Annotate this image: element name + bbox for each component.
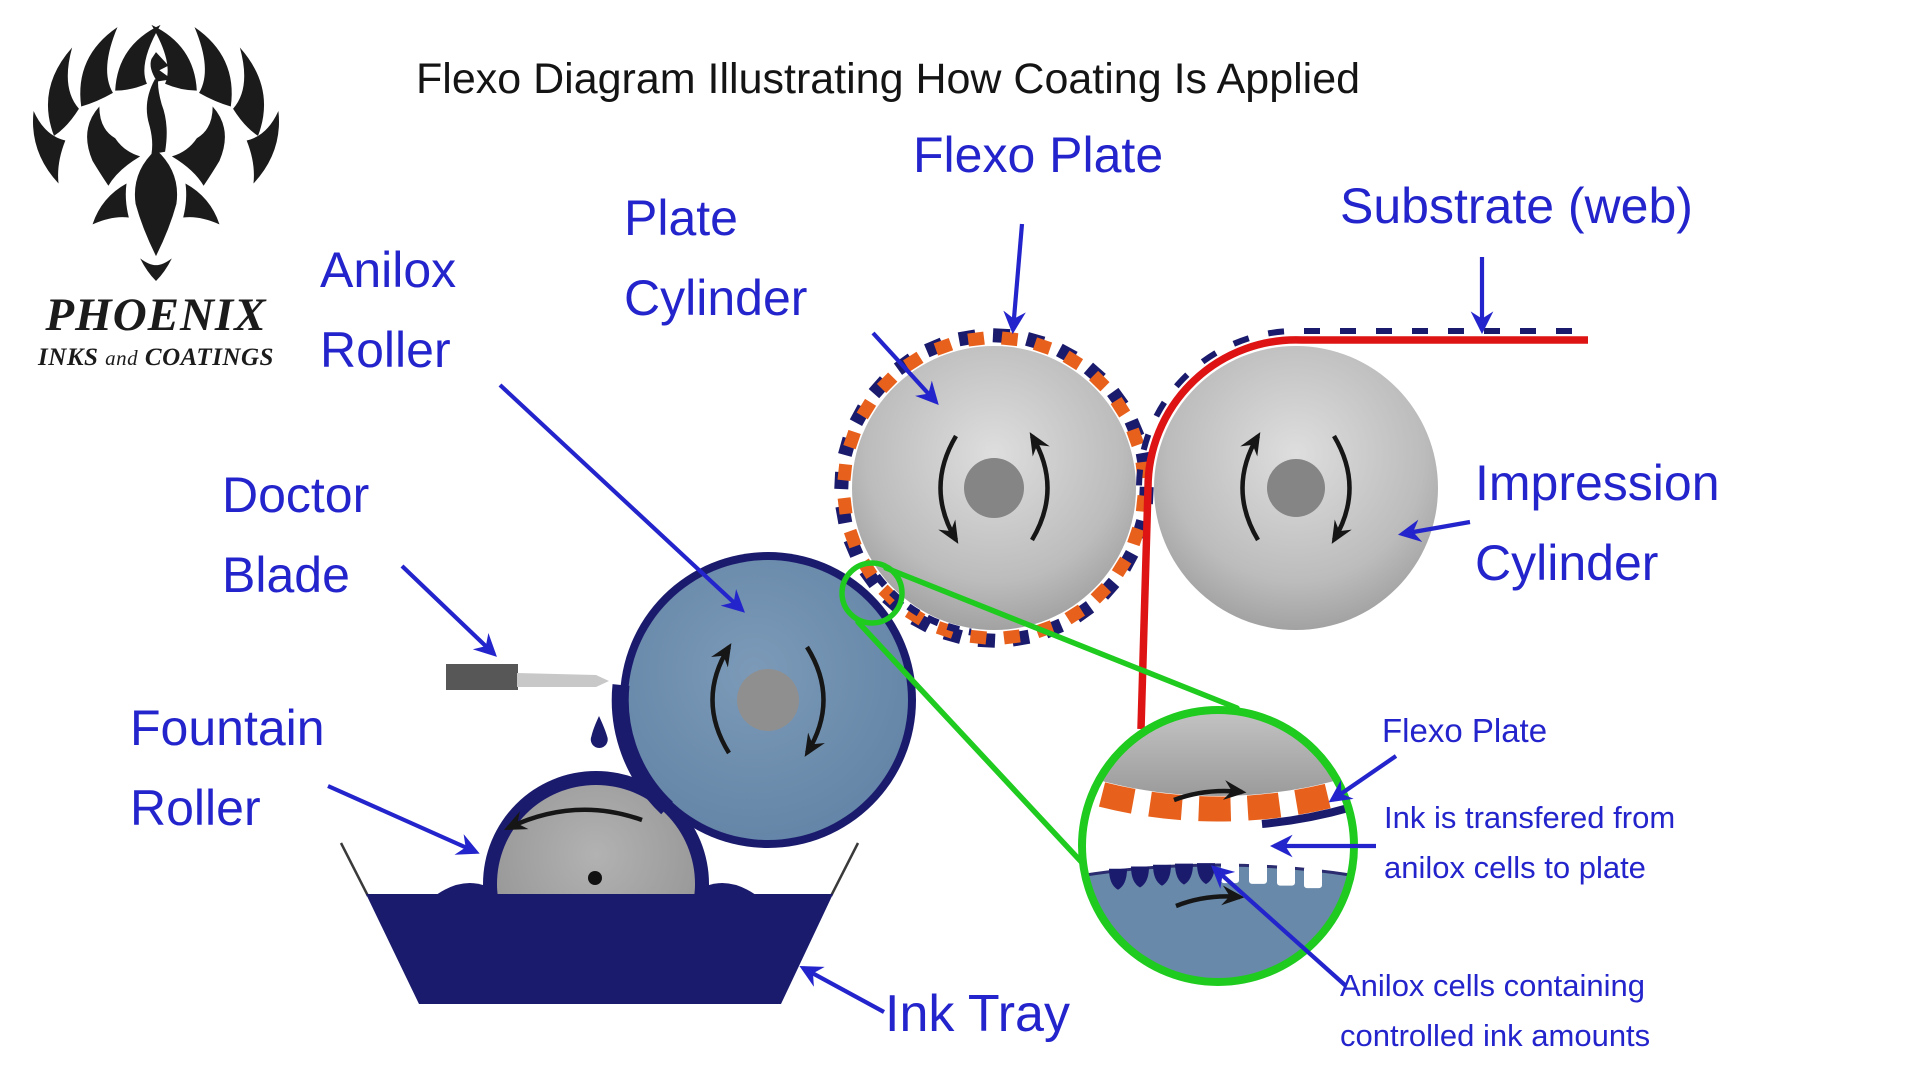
anilox-roller-arrow (498, 383, 745, 613)
substrate-line (1137, 336, 1588, 730)
magnifier-detail (1078, 706, 1358, 986)
impression-cylinder (1154, 346, 1438, 630)
label-fountain-roller-line2: Roller (130, 780, 261, 836)
doctor-blade (446, 664, 609, 748)
ink-drop (590, 716, 608, 748)
doctor-blade-holder (446, 664, 518, 690)
anilox-hub (737, 669, 799, 731)
label-detail-flexo-plate: Flexo Plate (1382, 712, 1548, 749)
phoenix-bird-icon (32, 24, 280, 281)
plate-cylinder (834, 328, 1154, 648)
impression-rotation-arrow-right (1331, 434, 1352, 544)
label-detail-anilox-cells-line2: controlled ink amounts (1340, 1018, 1651, 1053)
label-impression-cylinder: Impression Cylinder (1475, 443, 1720, 603)
ink-tray (339, 842, 860, 1004)
plate-ink-dashes (874, 573, 972, 636)
plate-cylinder-arrow (871, 331, 939, 406)
page-title: Flexo Diagram Illustrating How Coating I… (416, 55, 1361, 103)
detail-plate-direction-arrow (1173, 780, 1247, 803)
doctor-blade-edge (517, 673, 609, 687)
logo-brand-text: PHOENIX (45, 289, 267, 341)
fountain-rotation-arrow (503, 807, 643, 831)
phoenix-logo: PHOENIX INKS and COATINGS (10, 0, 302, 380)
label-plate-cylinder: Plate Cylinder (624, 178, 807, 338)
label-flexo-plate: Flexo Plate (913, 127, 1164, 183)
label-fountain-roller-line1: Fountain (130, 700, 325, 756)
logo-tagline-inks: INKS (38, 344, 99, 371)
doctor-blade-arrow (400, 564, 497, 657)
flexo-plate-arrow (1003, 223, 1026, 335)
logo-tagline-and: and (105, 346, 139, 370)
label-doctor-blade-line1: Doctor (222, 467, 370, 523)
detail-anilox-direction-arrow (1175, 885, 1245, 909)
impression-cylinder-arrow (1397, 519, 1471, 542)
label-impression-cylinder-line2: Cylinder (1475, 535, 1659, 591)
label-anilox-roller-line1: Anilox (320, 242, 457, 298)
detail-anilox-cells-arrow (1210, 865, 1348, 988)
detail-anilox-surface (1082, 863, 1354, 982)
label-substrate: Substrate (web) (1340, 178, 1693, 234)
anilox-ink-film (611, 684, 673, 815)
label-fountain-roller: Fountain Roller (130, 688, 325, 848)
label-detail-ink-transfer-line1: Ink is transfered from (1384, 800, 1676, 835)
label-doctor-blade-line2: Blade (222, 547, 350, 603)
label-anilox-roller-line2: Roller (320, 322, 451, 378)
label-anilox-roller: Anilox Roller (320, 230, 456, 390)
label-detail-anilox-cells-line1: Anilox cells containing (1340, 968, 1646, 1003)
plate-hub (964, 458, 1024, 518)
label-plate-cylinder-line2: Cylinder (624, 270, 808, 326)
label-detail-ink-transfer: Ink is transfered from anilox cells to p… (1384, 793, 1675, 893)
substrate-dashes (1136, 327, 1572, 489)
nip-highlight-circle (839, 560, 905, 626)
label-detail-anilox-cells: Anilox cells containing controlled ink a… (1340, 961, 1650, 1061)
tray-left-wall (339, 842, 370, 897)
detail-flexo-plate-arrow (1328, 754, 1398, 803)
anilox-rotation-arrow-left (710, 643, 732, 755)
label-doctor-blade: Doctor Blade (222, 455, 369, 615)
magnifier-tangent-bottom (855, 619, 1090, 871)
fountain-axis-dot (588, 871, 602, 885)
label-ink-tray: Ink Tray (885, 985, 1070, 1043)
logo-tagline-coatings: COATINGS (144, 344, 274, 371)
label-plate-cylinder-line1: Plate (624, 190, 738, 246)
magnifier-callout (839, 560, 1240, 871)
impression-rotation-arrow-left (1240, 432, 1261, 542)
label-detail-ink-transfer-line2: anilox cells to plate (1384, 850, 1646, 885)
fountain-roller-arrow (327, 784, 480, 855)
plate-rotation-arrow-left (938, 434, 959, 544)
ink-pool (366, 894, 833, 1004)
label-impression-cylinder-line1: Impression (1475, 455, 1720, 511)
anilox-roller (611, 552, 916, 848)
anilox-rotation-arrow-right (804, 645, 826, 757)
plate-rotation-arrow-right (1029, 432, 1050, 542)
detail-plate-teeth (1082, 710, 1354, 822)
logo-tagline: INKS and COATINGS (10, 344, 302, 372)
impression-hub (1267, 459, 1325, 517)
label-pointer-arrows (327, 223, 1494, 1014)
substrate-web (1136, 327, 1588, 730)
ink-tray-arrow (799, 966, 886, 1014)
magnifier-tangent-top (883, 565, 1240, 711)
tray-right-wall (829, 842, 860, 897)
